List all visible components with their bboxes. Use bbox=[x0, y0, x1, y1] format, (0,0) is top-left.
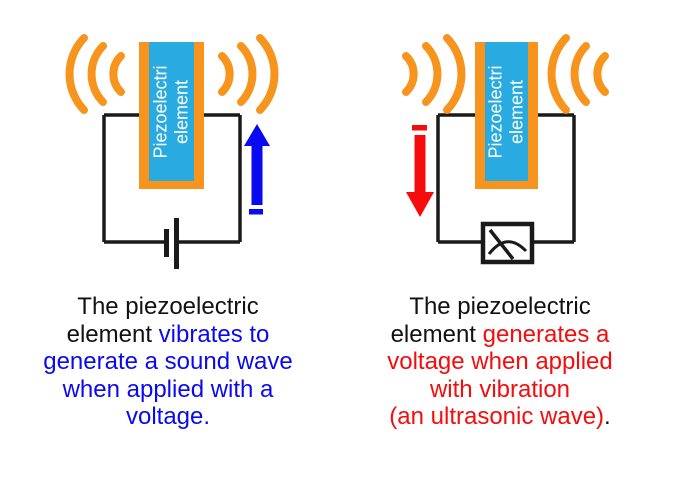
caption-line: when applied with a bbox=[62, 375, 274, 403]
element-label-line1: Piezoelectri bbox=[150, 64, 171, 159]
piezoelectric-element-right: Piezoelectri element bbox=[475, 42, 538, 189]
caption-line: voltage when applied bbox=[387, 348, 613, 375]
caption-line: The piezoelectric bbox=[409, 293, 591, 320]
caption-line: voltage. bbox=[125, 403, 211, 430]
piezoelectric-element-label: Piezoelectri element bbox=[486, 65, 528, 158]
right-circuit bbox=[436, 113, 576, 265]
caption-line: The piezoelectric bbox=[77, 293, 259, 320]
caption-line: with vibration bbox=[429, 375, 571, 403]
voltmeter-needle bbox=[488, 228, 515, 261]
left-outgoing-sound-waves-right-icon bbox=[218, 34, 279, 114]
caption-line: element vibrates to bbox=[66, 320, 270, 348]
battery-icon bbox=[164, 218, 179, 269]
voltmeter-scale-arc bbox=[487, 240, 528, 255]
piezoelectric-element-left: Piezoelectri element bbox=[139, 42, 204, 189]
caption-line: element generates a bbox=[390, 320, 610, 348]
element-label-line1: Piezoelectri bbox=[485, 64, 506, 159]
caption-line: generate a sound wave bbox=[43, 348, 293, 375]
left-circuit bbox=[102, 113, 242, 269]
left-outgoing-sound-waves-left-icon bbox=[65, 34, 125, 114]
piezoelectric-element-label: Piezoelectri element bbox=[151, 65, 193, 158]
right-incoming-sound-waves-right-icon bbox=[547, 34, 609, 114]
circuit-drawing bbox=[65, 34, 609, 269]
up-arrow-icon bbox=[244, 124, 270, 215]
caption-line: (an ultrasonic wave). bbox=[389, 403, 611, 430]
down-arrow-icon bbox=[406, 125, 434, 217]
element-label-line2: element bbox=[506, 79, 527, 144]
voltmeter-icon bbox=[480, 221, 535, 265]
right-incoming-sound-waves-left-icon bbox=[402, 34, 466, 114]
element-label-line2: element bbox=[171, 79, 192, 144]
